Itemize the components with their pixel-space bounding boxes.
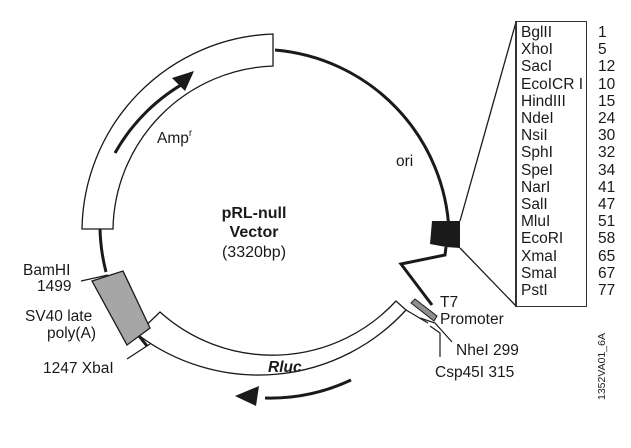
mcs-site-name: MluI [521, 213, 551, 231]
sv40-polya-block [91, 270, 151, 346]
mcs-site-name: SalI [521, 196, 548, 213]
mcs-callout-bottom [459, 247, 517, 307]
amp-resistance-gene [81, 33, 274, 230]
sv40-rluc-connector [137, 335, 149, 347]
t7-promoter-block [410, 298, 438, 322]
nhei-tick [419, 317, 453, 343]
ori-label: ori [396, 153, 413, 170]
backbone-left [98, 227, 108, 273]
mcs-site-name: HindIII [521, 92, 566, 110]
mcs-site-position: 47 [598, 196, 616, 213]
mcs-site-position: 1 [598, 24, 607, 41]
mcs-site-position: 12 [598, 58, 616, 76]
xbai-tick [126, 343, 151, 360]
vector-name: pRL-null [222, 205, 287, 222]
vector-subtitle: Vector [230, 224, 279, 241]
rluc-arrowhead-icon [235, 386, 259, 406]
mcs-block [430, 221, 460, 248]
mcs-site-row: PstI 77 [517, 283, 631, 299]
mcs-site-name: NarI [521, 178, 551, 196]
mcs-site-position: 15 [598, 92, 616, 110]
mcs-site-name: SacI [521, 58, 553, 76]
mcs-site-row: SpeI 34 [517, 161, 631, 179]
mcs-site-row: EcoRI 58 [517, 231, 631, 247]
mcs-site-name: NdeI [521, 110, 554, 127]
csp45i-label: Csp45I 315 [435, 364, 514, 381]
rluc-inner-cap [405, 309, 429, 324]
rluc-direction-arrow [264, 378, 352, 400]
mcs-site-position: 24 [598, 110, 616, 127]
mcs-site-row: SalI 47 [517, 197, 631, 213]
mcs-site-position: 5 [598, 41, 607, 59]
t7-label-line2: Promoter [440, 311, 504, 328]
mcs-site-position: 51 [598, 213, 616, 231]
mcs-site-position: 77 [598, 282, 616, 299]
mcs-site-position: 10 [598, 75, 616, 93]
linker-line [398, 246, 448, 306]
mcs-callout-top [459, 21, 517, 222]
mcs-site-position: 32 [598, 144, 616, 162]
mcs-site-name: EcoRI [521, 230, 564, 248]
mcs-site-row: SphI 32 [517, 145, 631, 161]
mcs-site-name: XhoI [521, 41, 553, 59]
mcs-site-position: 67 [598, 264, 616, 282]
mcs-site-row: XmaI 65 [517, 247, 631, 265]
amp-label: Ampr [157, 128, 193, 147]
bamhi-position: 1499 [37, 278, 71, 295]
figure-id: 1352VA01_6A [596, 333, 608, 400]
sv40-label-line2: poly(A) [47, 325, 96, 342]
mcs-site-row: SmaI 67 [517, 264, 631, 282]
xbai-label: 1247 XbaI [43, 360, 114, 377]
sv40-label-line1: SV40 late [25, 308, 92, 325]
mcs-site-position: 41 [598, 178, 616, 196]
mcs-site-position: 58 [598, 230, 616, 248]
mcs-site-row: XhoI 5 [517, 42, 631, 58]
mcs-site-name: XmaI [521, 247, 558, 265]
mcs-site-row: MluI 51 [517, 214, 631, 230]
mcs-site-row: NarI 41 [517, 178, 631, 196]
mcs-site-name: SphI [521, 144, 553, 162]
mcs-site-row: SacI 12 [517, 59, 631, 75]
mcs-site-name: PstI [521, 282, 548, 299]
amp-direction-arrow [113, 79, 189, 154]
mcs-site-row: NsiI 30 [517, 128, 631, 144]
mcs-site-name: SpeI [521, 161, 553, 179]
rluc-label: Rluc [268, 359, 302, 376]
mcs-site-position: 30 [598, 127, 616, 145]
mcs-site-name: EcoICR I [521, 75, 584, 93]
mcs-site-position: 65 [598, 247, 616, 265]
mcs-site-row: HindIII 15 [517, 92, 631, 110]
mcs-site-row: EcoICR I 10 [517, 75, 631, 93]
nhei-label: NheI 299 [456, 342, 519, 359]
mcs-site-name: BglII [521, 24, 553, 41]
mcs-site-name: SmaI [521, 264, 558, 282]
bamhi-name: BamHI [23, 262, 70, 279]
vector-size: (3320bp) [222, 244, 286, 261]
rluc-gene [136, 300, 407, 376]
t7-label-line1: T7 [440, 294, 458, 311]
csp45i-tick [429, 325, 441, 357]
backbone-top [274, 48, 451, 232]
bamhi-tick [80, 274, 109, 282]
mcs-site-row: BglII 1 [517, 25, 631, 41]
mcs-site-position: 34 [598, 161, 616, 179]
mcs-site-name: NsiI [521, 127, 548, 145]
amp-arrowhead-icon [172, 71, 194, 91]
mcs-site-row: NdeI 24 [517, 111, 631, 127]
